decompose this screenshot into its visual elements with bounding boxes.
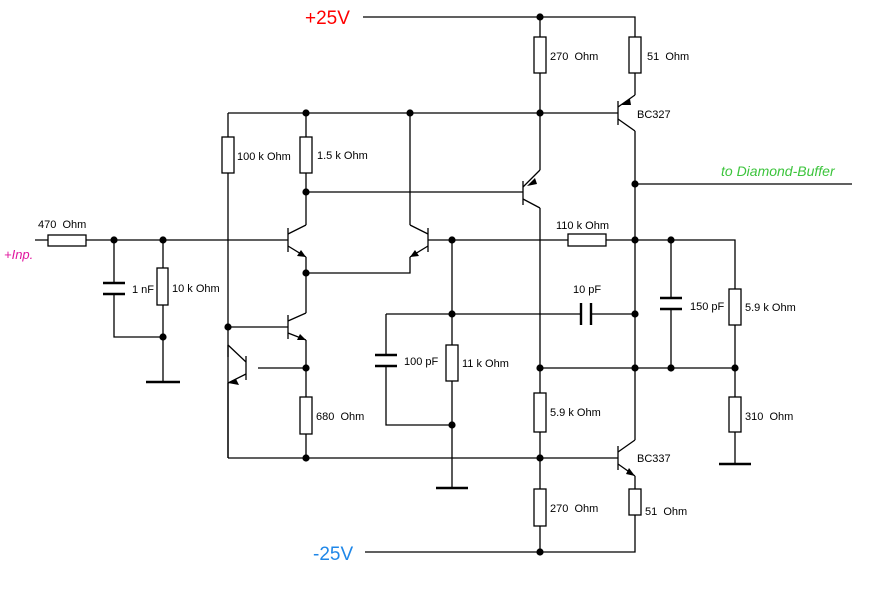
- resistor-11k: [445, 344, 459, 382]
- label-r-51-bottom: 51 Ohm: [645, 506, 687, 518]
- transistor-diff-left: [287, 224, 307, 258]
- resistor-470: [47, 234, 87, 247]
- negative-rail-label: -25V: [313, 544, 353, 565]
- labels: +25V -25V +Inp. to Diamond-Buffer 470 Oh…: [4, 8, 836, 565]
- resistor-51-top: [628, 36, 642, 74]
- resistor-100k: [221, 136, 235, 174]
- label-r-110k: 110 k Ohm: [556, 220, 609, 232]
- label-r-680: 680 Ohm: [316, 411, 364, 423]
- transistor-vas: [522, 169, 541, 209]
- label-r-1k5: 1.5 k Ohm: [317, 150, 368, 162]
- label-c-150p: 150 pF: [690, 301, 725, 313]
- label-r-310: 310 Ohm: [745, 411, 793, 423]
- resistor-51-bottom: [628, 488, 642, 516]
- transistor-bc327: [617, 94, 636, 132]
- label-r-51-top: 51 Ohm: [647, 51, 689, 63]
- label-r-bias-in: 10 k Ohm: [172, 283, 220, 295]
- transistors: [227, 94, 636, 477]
- label-q-bottom: BC337: [637, 453, 671, 465]
- transistor-tail: [287, 312, 307, 341]
- resistor-310: [728, 396, 742, 433]
- label-q-top: BC327: [637, 109, 671, 121]
- ground-symbols: [146, 380, 751, 490]
- label-c-10p: 10 pF: [573, 284, 601, 296]
- resistors: [47, 36, 742, 527]
- label-c-in: 1 nF: [132, 284, 154, 296]
- label-r-270-top: 270 Ohm: [550, 51, 598, 63]
- capacitors: [103, 281, 682, 368]
- capacitor-1nf: [103, 281, 125, 296]
- label-c-100p: 100 pF: [404, 356, 439, 368]
- capacitor-100pf: [375, 353, 397, 368]
- resistor-270-top: [533, 36, 547, 74]
- label-r-11k: 11 k Ohm: [462, 358, 509, 370]
- junction-dots: [110, 13, 739, 556]
- capacitor-150pf: [660, 296, 682, 311]
- positive-rail-label: +25V: [305, 8, 350, 29]
- label-r-5k9-mid: 5.9 k Ohm: [550, 407, 601, 419]
- transistor-bias: [227, 344, 247, 385]
- label-r-in: 470 Ohm: [38, 219, 86, 231]
- resistor-1k5: [299, 136, 313, 174]
- output-label: to Diamond-Buffer: [721, 163, 836, 179]
- transistor-bc337: [617, 439, 636, 477]
- label-r-270-bottom: 270 Ohm: [550, 503, 598, 515]
- label-r-5k9-right: 5.9 k Ohm: [745, 302, 796, 314]
- label-r-100k: 100 k Ohm: [237, 151, 291, 163]
- capacitor-10pf: [579, 303, 593, 325]
- input-label: +Inp.: [4, 247, 33, 262]
- resistor-5k9-mid: [533, 392, 547, 433]
- resistor-680: [299, 396, 313, 435]
- transistor-diff-right: [409, 224, 429, 258]
- resistor-10k: [156, 267, 169, 306]
- resistor-110k: [567, 233, 607, 247]
- resistor-270-bottom: [533, 488, 547, 527]
- resistor-5k9-right: [728, 288, 742, 326]
